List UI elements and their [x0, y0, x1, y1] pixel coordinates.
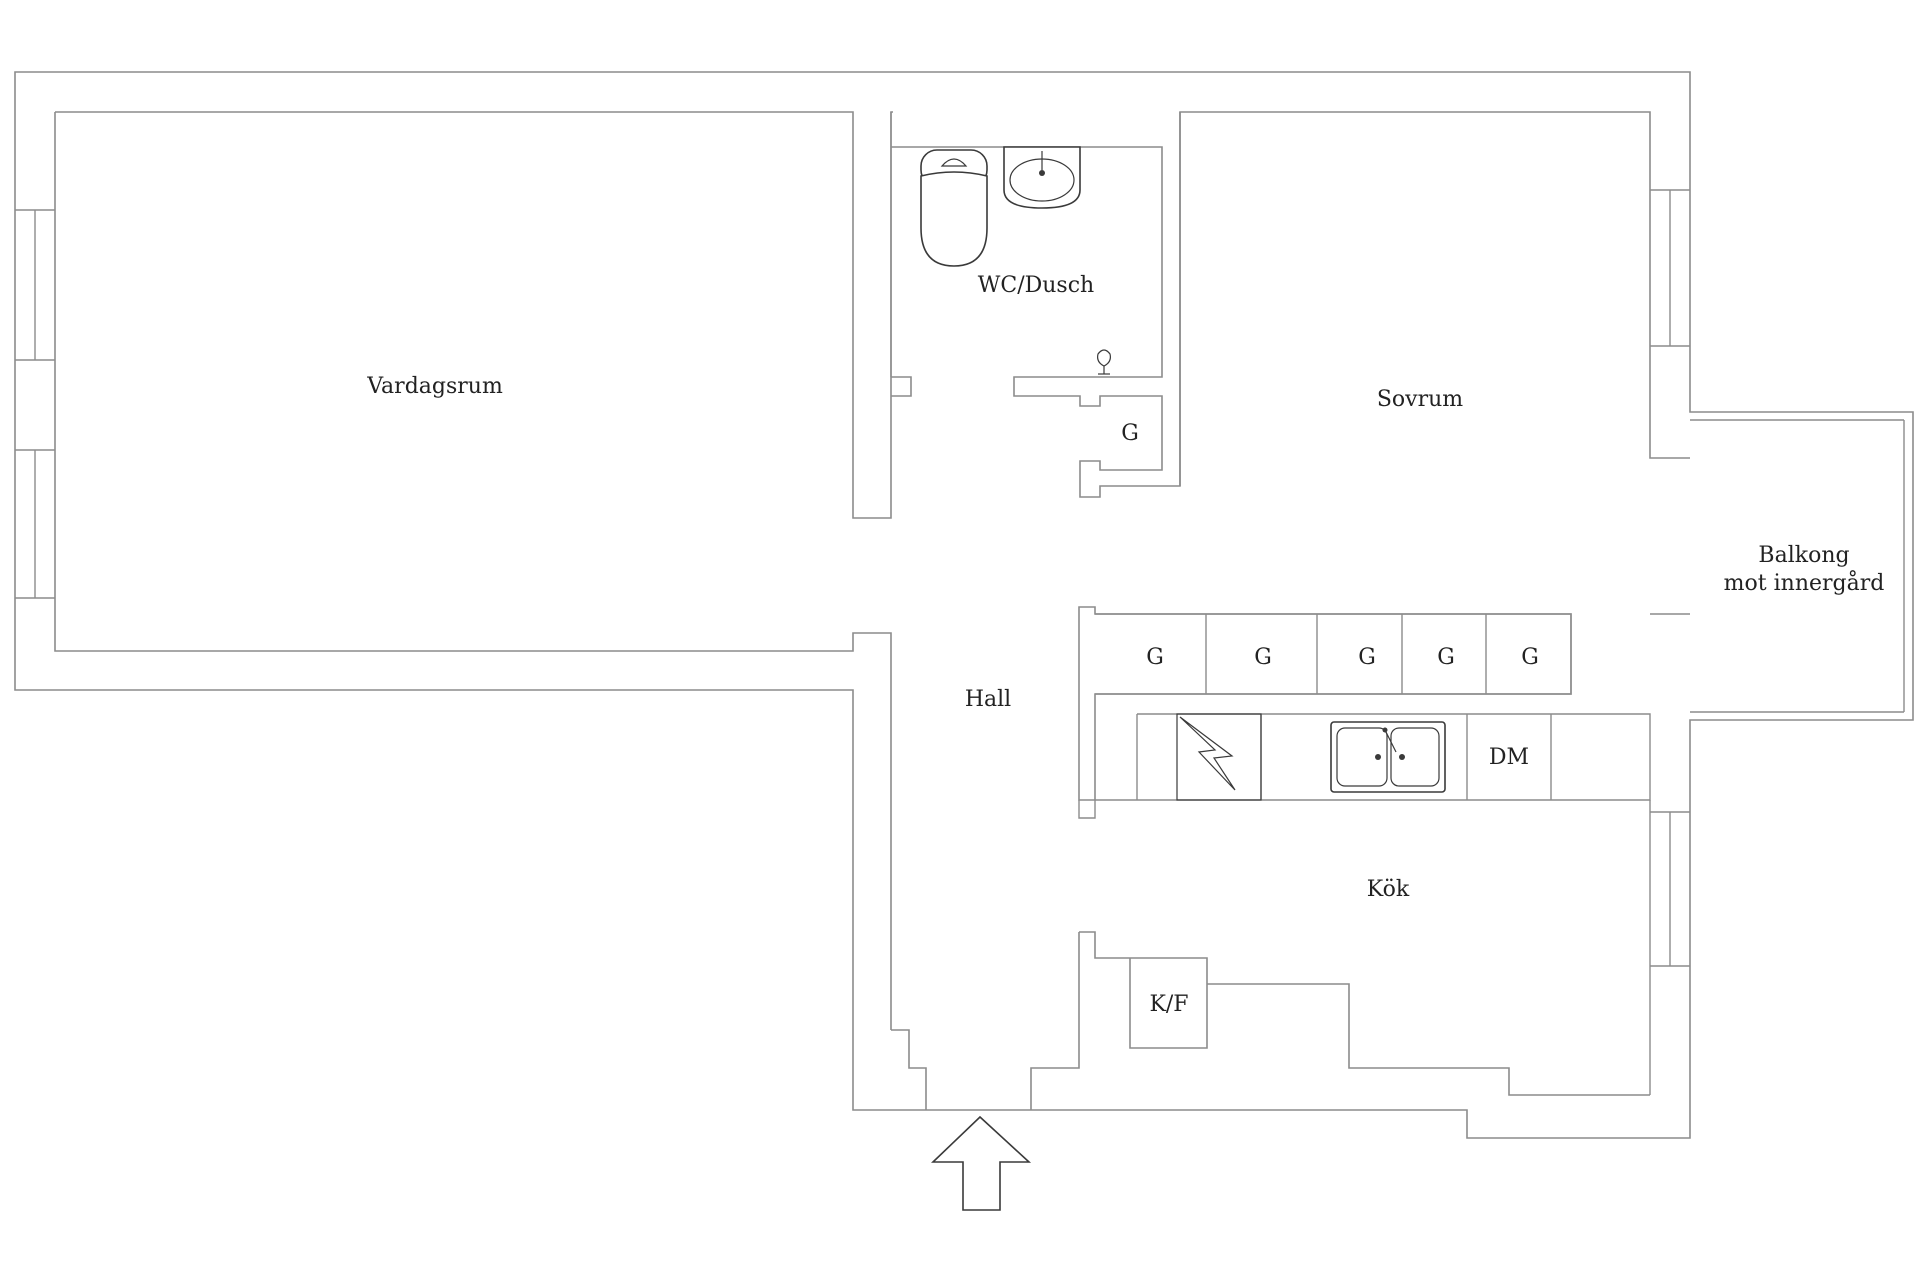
room-label-sovrum: Sovrum [1377, 387, 1463, 412]
bedroom-wall [1179, 111, 1690, 486]
double-sink-icon [1330, 721, 1446, 793]
living-room-inner-wall-bottom [54, 112, 892, 1030]
entrance-arrow-icon [931, 1115, 1032, 1211]
room-label-balkong-line2: mot innergård [1724, 569, 1885, 596]
kitchen-lower-wall [1079, 931, 1650, 1096]
dishwasher-dm: DM [1489, 745, 1529, 770]
closet-g-bathroom: G [1121, 421, 1139, 446]
room-label-kok: Kök [1367, 877, 1410, 902]
kitchen-window [1650, 811, 1690, 967]
room-label-balkong-line1: Balkong [1758, 543, 1849, 568]
living-room-inner-wall [55, 111, 893, 519]
kitchen-wall-upper [1078, 606, 1572, 801]
outer-wall [14, 71, 1914, 1139]
sink-icon [1003, 146, 1081, 209]
balcony [1690, 419, 1905, 713]
room-label-vardagsrum: Vardagsrum [366, 374, 503, 399]
room-label-hall: Hall [965, 687, 1011, 712]
hall-kitchen-partition [1030, 932, 1080, 1110]
bathroom-wall [891, 112, 1181, 498]
bedroom-window [1650, 189, 1690, 347]
cabinet-g-4: G [1437, 645, 1455, 670]
fridge-freezer-kf: K/F [1149, 992, 1188, 1017]
cabinet-g-1: G [1146, 645, 1164, 670]
living-room-window-1 [15, 209, 55, 361]
stove-icon [1176, 713, 1262, 801]
toilet-icon [920, 149, 988, 267]
cabinet-g-5: G [1521, 645, 1539, 670]
room-label-wc-dusch: WC/Dusch [978, 273, 1094, 298]
cabinet-g-2: G [1254, 645, 1272, 670]
bathroom-door-jamb [891, 376, 912, 397]
cabinet-g-3: G [1358, 645, 1376, 670]
kitchen-cabinet-row-upper [1095, 613, 1572, 695]
kitchen-counter-lower [1078, 713, 1651, 819]
shower-drain-icon [1097, 349, 1111, 375]
living-room-window-2 [15, 449, 55, 599]
hall-entry-wall [891, 1029, 927, 1110]
